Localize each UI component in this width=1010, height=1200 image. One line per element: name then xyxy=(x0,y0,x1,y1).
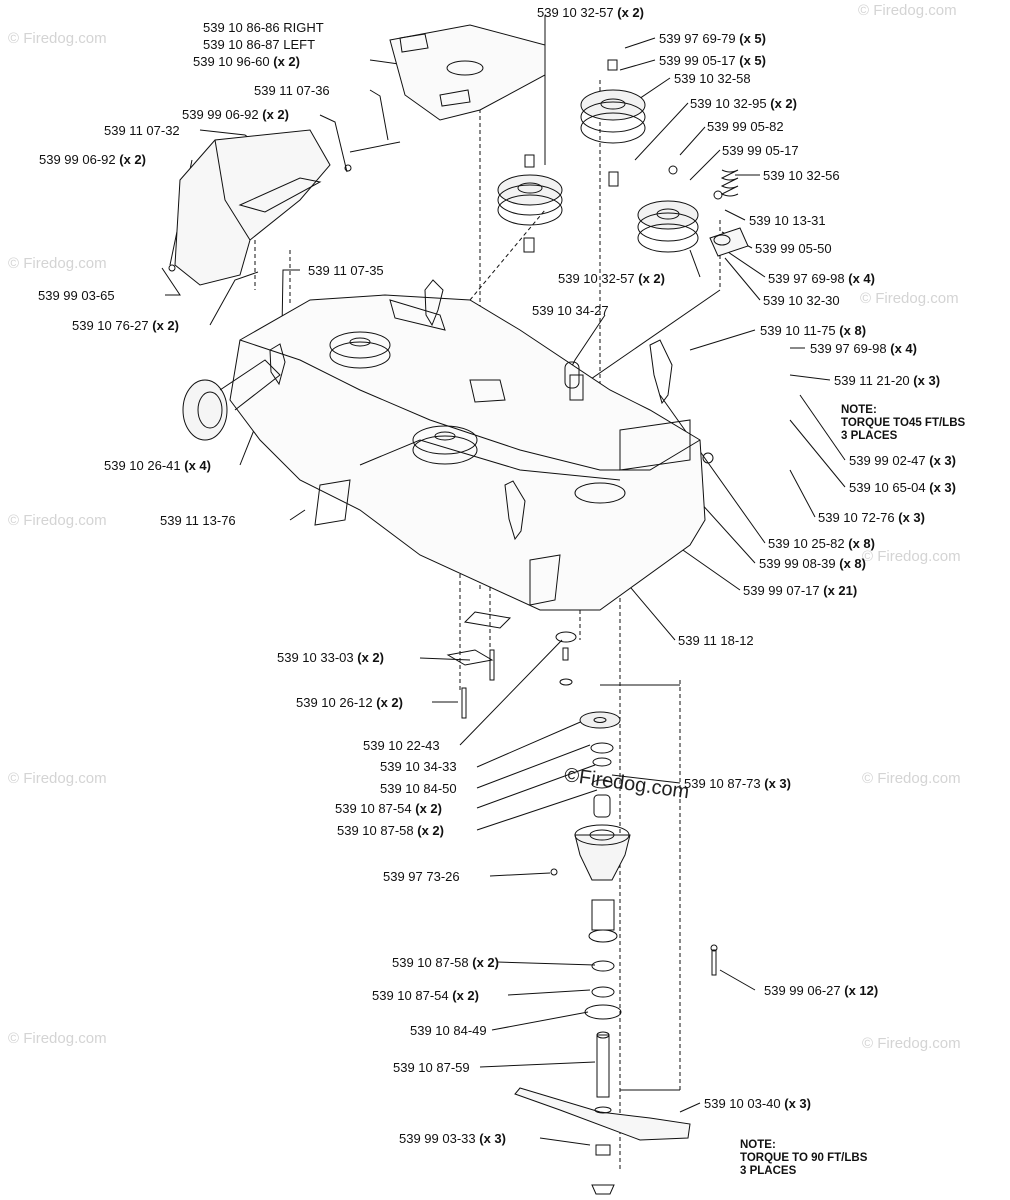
part-label: 539 10 22-43 xyxy=(363,738,440,753)
part-label: 539 10 65-04 (x 3) xyxy=(849,480,956,495)
part-label: 539 10 32-58 xyxy=(674,71,751,86)
part-label: 539 10 86-87 LEFT xyxy=(203,37,316,52)
part-label: 539 10 26-41 (x 4) xyxy=(104,458,211,473)
watermark: © Firedog.com xyxy=(862,548,961,565)
part-label: 539 11 21-20 (x 3) xyxy=(834,373,941,388)
part-label: 539 10 26-12 (x 2) xyxy=(296,695,403,710)
part-label: 539 10 34-33 xyxy=(380,759,457,774)
watermark: © Firedog.com xyxy=(862,770,961,787)
part-label: 539 10 32-57 (x 2) xyxy=(537,5,644,20)
part-label: 539 10 87-54 (x 2) xyxy=(335,801,442,816)
part-label: 539 10 87-54 (x 2) xyxy=(372,988,479,1003)
part-label: 539 10 33-03 (x 2) xyxy=(277,650,384,665)
part-label: 539 10 76-27 (x 2) xyxy=(72,318,179,333)
part-label: 539 99 06-92 (x 2) xyxy=(39,152,146,167)
part-label: 539 10 84-49 xyxy=(410,1023,487,1038)
part-label: 539 10 32-30 xyxy=(763,293,840,308)
part-label: 539 10 84-50 xyxy=(380,781,457,796)
part-label: 539 10 11-75 (x 8) xyxy=(760,323,867,338)
part-label: 539 10 25-82 (x 8) xyxy=(768,536,875,551)
part-label: 539 10 34-27 xyxy=(532,303,609,318)
watermark: © Firedog.com xyxy=(8,512,107,529)
part-label: 539 11 07-32 xyxy=(104,123,180,138)
part-label: 539 99 06-27 (x 12) xyxy=(764,983,879,998)
part-label: 539 11 07-36 xyxy=(254,83,330,98)
watermark: © Firedog.com xyxy=(8,1030,107,1047)
part-label: 539 10 87-73 (x 3) xyxy=(684,776,791,791)
watermark: © Firedog.com xyxy=(860,290,959,307)
part-label: 539 97 69-98 (x 4) xyxy=(768,271,875,286)
part-label: 539 10 32-56 xyxy=(763,168,840,183)
part-label: 539 10 86-86 RIGHT xyxy=(203,20,324,35)
part-label: 539 11 13-76 xyxy=(160,513,236,528)
part-label: 539 10 87-58 (x 2) xyxy=(337,823,444,838)
part-label: 539 10 87-59 xyxy=(393,1060,470,1075)
part-label: 539 10 96-60 (x 2) xyxy=(193,54,300,69)
part-label: 539 10 32-57 (x 2) xyxy=(558,271,665,286)
part-label: 539 99 03-33 (x 3) xyxy=(399,1131,506,1146)
part-label: 539 99 05-17 xyxy=(722,143,799,158)
part-label: 539 11 07-35 xyxy=(308,263,384,278)
part-label: 539 99 06-92 (x 2) xyxy=(182,107,289,122)
part-label: 539 99 03-65 xyxy=(38,288,115,303)
part-label: 539 10 32-95 (x 2) xyxy=(690,96,797,111)
part-label: 539 11 18-12 xyxy=(678,633,754,648)
watermark: © Firedog.com xyxy=(8,30,107,47)
part-label: 539 10 72-76 (x 3) xyxy=(818,510,925,525)
part-label: 539 99 08-39 (x 8) xyxy=(759,556,866,571)
part-label: 539 99 05-82 xyxy=(707,119,784,134)
part-label: 539 10 87-58 (x 2) xyxy=(392,955,499,970)
part-label: 539 10 03-40 (x 3) xyxy=(704,1096,811,1111)
part-label: 539 99 05-50 xyxy=(755,241,832,256)
part-label: 539 99 07-17 (x 21) xyxy=(743,583,858,598)
watermark: © Firedog.com xyxy=(8,255,107,272)
part-label: 539 99 02-47 (x 3) xyxy=(849,453,956,468)
part-label: 539 97 69-79 (x 5) xyxy=(659,31,766,46)
watermark: © Firedog.com xyxy=(8,770,107,787)
part-label: 539 97 73-26 xyxy=(383,869,460,884)
part-label: 539 10 13-31 xyxy=(749,213,826,228)
part-label: 539 99 05-17 (x 5) xyxy=(659,53,766,68)
part-label: 539 97 69-98 (x 4) xyxy=(810,341,917,356)
watermark: © Firedog.com xyxy=(858,2,957,19)
watermark: © Firedog.com xyxy=(862,1035,961,1052)
